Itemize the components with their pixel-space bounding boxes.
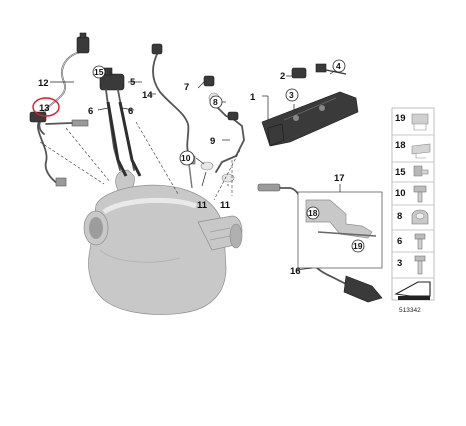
callout-19: 19: [353, 241, 363, 251]
callout-8: 8: [213, 97, 218, 107]
side-item-10: 10: [392, 185, 434, 206]
callout-5: 5: [130, 77, 136, 88]
callout-4-circle: [332, 59, 346, 73]
side-item-8: 8: [392, 209, 434, 231]
callout-9: 9: [210, 136, 215, 147]
callout-6b: 6: [128, 106, 133, 117]
callout-10: 10: [181, 153, 191, 163]
callout-18-circle: [306, 206, 320, 220]
callout-7: 7: [184, 82, 189, 93]
callout-6a: 6: [88, 106, 93, 117]
callout-13-highlight: [32, 97, 60, 117]
callout-8-circle: [209, 95, 223, 109]
callout-18: 18: [308, 208, 318, 218]
side-parts-panel: 19 18 15 10 8: [391, 107, 435, 301]
callout-15-circle: [92, 65, 106, 79]
pressure-pipe-parts: [200, 75, 245, 183]
side-item-3-label: 3: [397, 258, 402, 269]
callout-17: 17: [334, 173, 345, 184]
side-item-6-label: 6: [397, 236, 402, 247]
callout-13: 13: [39, 103, 50, 114]
sensor-bracket: [261, 63, 359, 147]
callout-4: 4: [336, 61, 341, 71]
callout-2: 2: [280, 71, 285, 82]
callout-16: 16: [290, 266, 301, 277]
particulate-filter: [83, 169, 243, 315]
navigation-arrow-icon: [394, 281, 431, 300]
side-item-10-label: 10: [395, 188, 406, 199]
leader-lines: [39, 69, 341, 271]
side-item-15: 15: [392, 165, 434, 183]
side-item-6: 6: [392, 233, 434, 253]
callout-15: 15: [94, 67, 104, 77]
callouts: 12 13 15 5 6 6 14 7 8 9 10 11 11 1 2 3 4…: [32, 59, 365, 277]
callout-11a: 11: [197, 200, 208, 211]
callout-3-circle: [285, 88, 299, 102]
side-item-8-label: 8: [397, 211, 402, 222]
callout-19-circle: [351, 239, 365, 253]
callout-14: 14: [142, 90, 153, 101]
sensor-wires: [29, 32, 196, 189]
side-item-19-label: 19: [395, 113, 406, 124]
side-item-18-label: 18: [395, 140, 406, 151]
side-item-18: 18: [392, 140, 434, 163]
side-item-15-label: 15: [395, 167, 406, 178]
callout-3: 3: [289, 90, 294, 100]
side-item-3: 3: [392, 255, 434, 279]
callout-10-circle: [179, 150, 195, 166]
callout-12: 12: [38, 78, 49, 89]
side-item-19: 19: [392, 113, 434, 136]
callout-1: 1: [250, 92, 256, 103]
inset-box-17: [297, 191, 383, 269]
reference-number: 513342: [399, 307, 421, 314]
callout-11b: 11: [220, 200, 231, 211]
